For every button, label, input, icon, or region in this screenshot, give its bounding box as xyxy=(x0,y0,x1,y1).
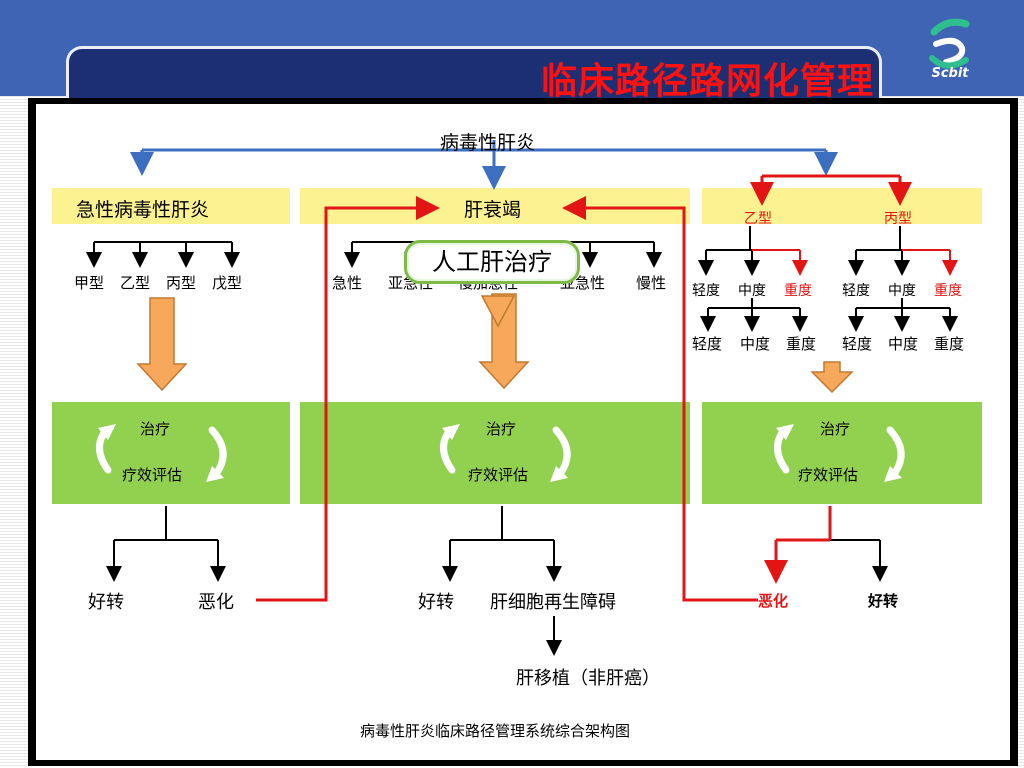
right-type-hbv: 乙型 xyxy=(744,211,772,227)
middle-header-label: 肝衰竭 xyxy=(464,199,522,221)
severity-c2-mild: 轻度 xyxy=(842,335,873,353)
middle-final-transplant: 肝移植（非肝癌） xyxy=(516,668,660,689)
middle-outcome-regeneration: 肝细胞再生障碍 xyxy=(490,592,616,613)
severity-b2-severe: 重度 xyxy=(786,335,817,353)
outcome-branches xyxy=(106,506,888,656)
right-type-hcv: 丙型 xyxy=(884,211,912,227)
right-treatment-label: 治疗 xyxy=(820,420,851,438)
severity-b1-severe: 重度 xyxy=(784,283,812,299)
severity-c2-severe: 重度 xyxy=(934,335,965,353)
severity-c1-severe: 重度 xyxy=(934,283,962,299)
left-type-4: 戊型 xyxy=(212,274,243,292)
root-blue-connector xyxy=(130,140,838,190)
scbit-logo-icon xyxy=(929,18,970,69)
left-header-box: 急性病毒性肝炎 xyxy=(52,188,290,224)
root-label: 病毒性肝炎 xyxy=(440,132,536,154)
title-tab xyxy=(66,46,882,106)
severity-c2-moderate: 中度 xyxy=(888,335,919,353)
right-header-box xyxy=(702,188,982,224)
middle-treatment-box xyxy=(300,402,690,504)
severity-c1-moderate: 中度 xyxy=(888,283,916,299)
middle-outcome-improve: 好转 xyxy=(418,592,454,613)
left-type-branches xyxy=(86,241,240,268)
cycle-arrowheads xyxy=(98,424,902,482)
artificial-liver-bubble: 人工肝治疗 xyxy=(404,240,580,284)
middle-type-1: 急性 xyxy=(332,274,363,292)
left-header-label: 急性病毒性肝炎 xyxy=(76,199,210,221)
right-severity-branches xyxy=(698,226,958,332)
right-severe-red-branches xyxy=(752,249,958,276)
left-type-1: 甲型 xyxy=(74,274,105,292)
left-outcome-improve: 好转 xyxy=(88,592,124,613)
severity-c1-mild: 轻度 xyxy=(842,283,870,299)
right-worsening-red xyxy=(764,506,832,584)
left-treatment-box xyxy=(52,402,290,504)
right-red-split xyxy=(750,174,912,206)
left-treatment-label: 治疗 xyxy=(140,420,171,438)
left-evaluation-label: 疗效评估 xyxy=(122,466,183,484)
right-evaluation-label: 疗效评估 xyxy=(798,466,859,484)
right-outcome-worsen: 恶化 xyxy=(758,592,789,610)
orange-down-arrows xyxy=(136,293,854,394)
severity-b2-moderate: 中度 xyxy=(740,335,771,353)
right-treatment-box xyxy=(702,402,982,504)
middle-evaluation-label: 疗效评估 xyxy=(468,466,529,484)
middle-treatment-label: 治疗 xyxy=(486,420,517,438)
middle-header-box: 肝衰竭 xyxy=(300,188,690,224)
diagram-caption: 病毒性肝炎临床路径管理系统综合架构图 xyxy=(360,722,631,740)
logo-text: Scbit xyxy=(931,66,969,81)
severity-b1-mild: 轻度 xyxy=(692,283,720,299)
left-type-3: 丙型 xyxy=(166,274,197,292)
left-outcome-worsen: 恶化 xyxy=(198,592,234,613)
right-outcome-improve: 好转 xyxy=(868,592,899,610)
red-feedback-loops xyxy=(256,196,758,602)
severity-b1-moderate: 中度 xyxy=(738,283,766,299)
severity-b2-mild: 轻度 xyxy=(692,335,723,353)
left-type-2: 乙型 xyxy=(120,274,151,292)
middle-type-5: 慢性 xyxy=(636,274,667,292)
slide-title: 临床路径路网化管理 xyxy=(540,61,874,102)
